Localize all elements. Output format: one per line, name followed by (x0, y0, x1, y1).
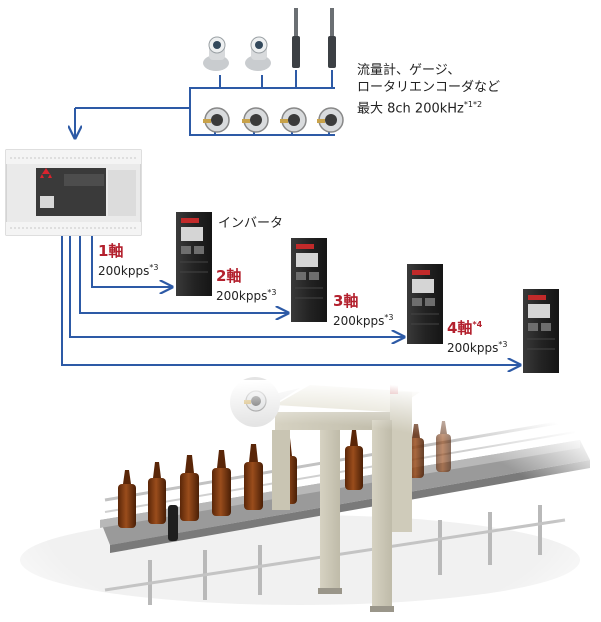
sensor-note-line3: 最大 8ch 200kHz*1*2 (357, 96, 500, 117)
axis-4-label: 4軸*4 (447, 317, 482, 338)
sensor-note: 流量計、ゲージ、 ロータリエンコーダなど 最大 8ch 200kHz*1*2 (357, 62, 500, 117)
axis-4-speed-value: 200kpps (447, 341, 499, 355)
rotary-encoder-icon (203, 107, 230, 133)
sensor-note-footnote: *1*2 (463, 100, 483, 109)
sensor-note-line2: ロータリエンコーダなど (357, 80, 501, 95)
axis-3-label: 3軸 (333, 290, 358, 311)
axis-wiring (61, 236, 520, 365)
inverter-unit (523, 289, 559, 373)
bottle (180, 455, 199, 521)
rotary-encoder-icon (242, 107, 269, 133)
rotary-encoder-icon (280, 107, 307, 133)
flow-meter-icon (245, 36, 271, 71)
inverter-unit (291, 238, 327, 322)
axis-4-footnote: *3 (498, 340, 508, 349)
bottle (244, 444, 263, 510)
sensor-note-line1: 流量計、ゲージ、 (357, 63, 461, 78)
axis-2-footnote: *3 (267, 288, 277, 297)
gauge-icon (328, 8, 336, 68)
bottle-conveyor (20, 418, 590, 605)
bottle (436, 421, 451, 472)
axis-2-label: 2軸 (216, 265, 241, 286)
bottle (345, 430, 363, 490)
flow-meter-icon (203, 36, 229, 71)
axis-1-footnote: *3 (149, 263, 159, 272)
inverter-unit (176, 212, 212, 296)
axis-1-name: 1軸 (98, 242, 124, 260)
axis-4-mark: *4 (472, 320, 483, 329)
bottle (118, 470, 136, 528)
gauge-icon (292, 8, 300, 68)
rotary-encoder-icon (317, 107, 344, 133)
inverter-unit (407, 264, 443, 344)
axis-2-speed-value: 200kpps (216, 289, 268, 303)
axis-3-speed-value: 200kpps (333, 314, 385, 328)
axis-1-speed-value: 200kpps (98, 264, 150, 278)
axis-3-name: 3軸 (333, 292, 359, 310)
axis-1-label: 1軸 (98, 240, 123, 261)
axis-4-speed: 200kpps*3 (447, 340, 507, 355)
bottle (212, 450, 231, 516)
axis-3-speed: 200kpps*3 (333, 313, 393, 328)
bottle (148, 462, 166, 524)
inverter-label: インバータ (218, 216, 284, 231)
sensor-note-spec: 最大 8ch 200kHz (357, 101, 464, 117)
axis-1-speed: 200kpps*3 (98, 263, 158, 278)
axis-4-name: 4軸 (447, 319, 473, 337)
plc-unit (5, 149, 142, 236)
axis-2-speed: 200kpps*3 (216, 288, 276, 303)
axis-3-footnote: *3 (384, 313, 394, 322)
axis-2-name: 2軸 (216, 267, 242, 285)
